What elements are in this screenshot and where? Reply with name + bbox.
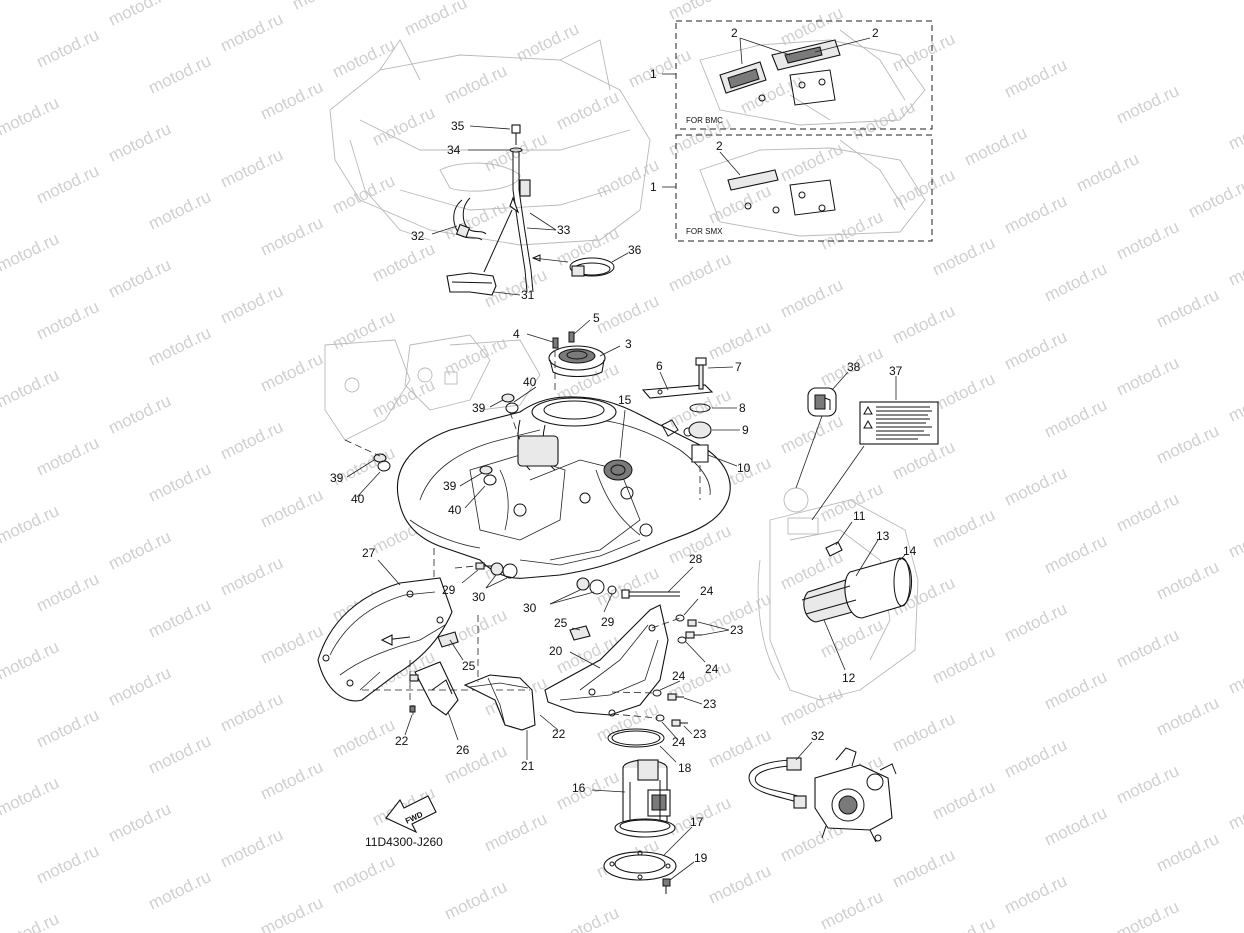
callout-38: 38: [847, 360, 861, 374]
lower-brackets: 21 22 20 25: [463, 604, 669, 773]
callout-22: 22: [552, 727, 566, 741]
variant-label-smx: FOR SMX: [686, 227, 723, 236]
callout-13: 13: [876, 529, 890, 543]
variant-label-bmc: FOR BMC: [686, 116, 723, 125]
callout-1: 1: [650, 67, 657, 81]
callout-40: 40: [448, 503, 462, 517]
variant-box-bmc: 2 2 1 FOR BMC: [650, 20, 933, 130]
fuel-hose-inset: 35 34 32 33 31 36: [329, 39, 651, 302]
callout-14: 14: [903, 544, 917, 558]
callout-22: 22: [395, 734, 409, 748]
diagram-code: 11D4300-J260: [365, 835, 443, 849]
callout-29: 29: [442, 583, 456, 597]
callout-33: 33: [557, 223, 571, 237]
callout-8: 8: [739, 401, 746, 415]
callout-2: 2: [872, 26, 879, 40]
callout-36: 36: [628, 243, 642, 257]
right-side-detail: 11 13 14 12 38 37: [757, 360, 939, 701]
callout-24: 24: [672, 735, 686, 749]
callout-24: 24: [705, 662, 719, 676]
callout-25: 25: [462, 659, 476, 673]
callout-25: 25: [554, 616, 568, 630]
callout-26: 26: [456, 743, 470, 757]
callout-40: 40: [523, 375, 537, 389]
callout-30: 30: [472, 590, 486, 604]
callout-15: 15: [618, 393, 632, 407]
callout-10: 10: [737, 461, 751, 475]
callout-7: 7: [735, 360, 742, 374]
callout-3: 3: [625, 337, 632, 351]
callout-29: 29: [601, 615, 615, 629]
callout-32: 32: [811, 729, 825, 743]
callout-24: 24: [700, 584, 714, 598]
callout-23: 23: [693, 727, 707, 741]
callout-20: 20: [549, 644, 563, 658]
fasteners: 28 30 29 29 30 24 23 24: [442, 552, 744, 749]
callout-32: 32: [411, 229, 425, 243]
callout-4: 4: [513, 327, 520, 341]
callout-9: 9: [742, 423, 749, 437]
callout-5: 5: [593, 311, 600, 325]
throttle-body-detail: 32: [748, 729, 897, 843]
callout-27: 27: [362, 546, 376, 560]
fuel-tank-assembly: 4 5 3 6 7 8 9 10 15 40 39 39 40 39 40: [324, 311, 751, 579]
callout-39: 39: [472, 401, 486, 415]
callout-31: 31: [521, 288, 535, 302]
callout-16: 16: [572, 781, 586, 795]
callout-30: 30: [523, 601, 537, 615]
callout-12: 12: [842, 671, 856, 685]
callout-11: 11: [853, 509, 866, 523]
callout-39: 39: [443, 479, 457, 493]
callout-23: 23: [730, 623, 744, 637]
callout-6: 6: [656, 359, 663, 373]
callout-1: 1: [650, 180, 657, 194]
callout-2: 2: [731, 26, 738, 40]
callout-40: 40: [351, 492, 365, 506]
callout-28: 28: [689, 552, 703, 566]
variant-box-smx: 2 1 FOR SMX: [650, 134, 933, 242]
callout-18: 18: [678, 761, 692, 775]
callout-21: 21: [521, 759, 535, 773]
callout-34: 34: [447, 143, 461, 157]
callout-2: 2: [716, 139, 723, 153]
callout-24: 24: [672, 669, 686, 683]
callout-17: 17: [690, 815, 704, 829]
fuel-pump-assembly: 18 16 17 19: [572, 728, 708, 894]
callout-39: 39: [330, 471, 344, 485]
callout-37: 37: [889, 364, 903, 378]
callout-19: 19: [694, 851, 708, 865]
callout-23: 23: [703, 697, 717, 711]
left-side-cover: 27 25 26 22: [317, 546, 486, 757]
callout-35: 35: [451, 119, 465, 133]
